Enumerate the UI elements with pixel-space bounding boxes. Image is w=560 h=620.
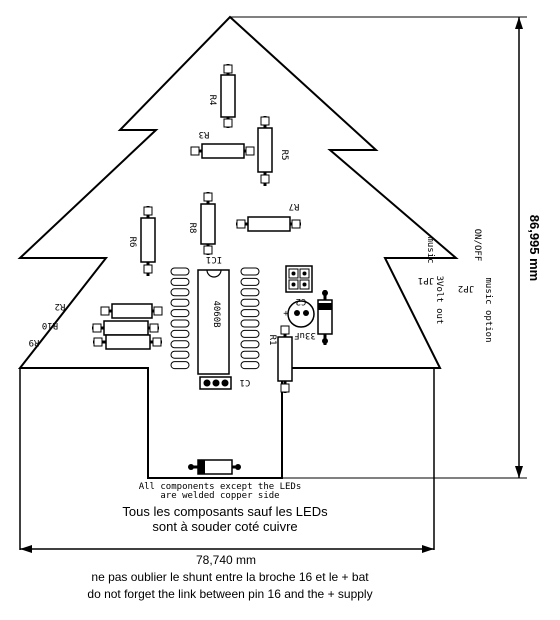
resistor-r6: R6: [127, 206, 156, 276]
led-pad: [170, 350, 190, 359]
led-pad: [170, 329, 190, 338]
jp1-desc1: music: [425, 236, 435, 263]
resistor-r8: R8: [187, 192, 216, 255]
label-c2: C2: [296, 296, 307, 306]
resistor-r5: R5: [257, 116, 289, 186]
jp1-name: JP1: [418, 275, 434, 285]
plus-sign: +: [283, 309, 289, 319]
resistor-r7: R7: [236, 201, 301, 232]
diode-bottom: [188, 459, 241, 475]
led-pad: [170, 319, 190, 328]
jp2-name: JP2: [458, 283, 474, 293]
label-c1: C1: [240, 377, 251, 387]
jp1-label-group: JP1 music 3Volt out: [418, 236, 444, 324]
label-r4: R4: [207, 95, 217, 106]
caption-small-en-2: are welded copper side: [160, 491, 279, 501]
note-fr: ne pas oublier le shunt entre la broche …: [91, 570, 369, 584]
jp1-desc2: 3Volt out: [434, 276, 444, 325]
led-pad: [170, 298, 190, 307]
led-pad: [170, 288, 190, 297]
jumper-block: [285, 265, 313, 293]
led-pad: [170, 309, 190, 318]
label-r6: R6: [127, 237, 137, 248]
label-r3: R3: [199, 129, 210, 139]
led-pads-right: [240, 267, 260, 370]
label-r9: R9: [29, 337, 40, 347]
resistor-r9: R9: [29, 334, 162, 350]
capacitor-c1: C1: [199, 376, 251, 390]
led-pad: [170, 340, 190, 349]
jp2-label-group: JP2 ON/OFF music option: [458, 229, 493, 343]
led-pad: [240, 267, 260, 276]
board-outline: [17, 15, 459, 479]
led-pad: [240, 329, 260, 338]
label-r10: R10: [42, 320, 58, 330]
led-pad: [240, 319, 260, 328]
led-pad: [240, 298, 260, 307]
width-dim-label: 78,740 mm: [196, 553, 256, 567]
height-dim-label: 86,995 mm: [527, 215, 542, 282]
resistor-r2: R2: [55, 301, 163, 319]
ic1-part-label: 4060B: [211, 300, 221, 327]
caption-fr-2: sont à souder coté cuivre: [152, 519, 297, 534]
resistor-r1: R1: [267, 325, 293, 393]
label-r8: R8: [187, 223, 197, 234]
led-pad: [240, 277, 260, 286]
ic1-chip: IC1 4060B: [197, 254, 230, 375]
note-en: do not forget the link between pin 16 an…: [87, 587, 372, 601]
resistor-r3: R3: [190, 129, 255, 159]
caption-small-en-1: All components except the LEDs: [139, 482, 302, 492]
led-pad: [240, 340, 260, 349]
led-pad: [170, 267, 190, 276]
label-r5: R5: [279, 150, 289, 161]
diode-right: [317, 290, 333, 345]
caption-fr-1: Tous les composants sauf les LEDs: [122, 504, 328, 519]
jp2-desc2: music option: [483, 277, 493, 342]
led-pad: [240, 350, 260, 359]
width-dimension: 78,740 mm: [20, 545, 434, 567]
led-pad: [170, 361, 190, 370]
label-r1: R1: [267, 335, 277, 346]
height-dimension: 86,995 mm: [230, 16, 542, 478]
label-r2: R2: [55, 301, 66, 311]
capacitor-c2: C2 33uF +: [283, 296, 316, 340]
led-pads-left: [170, 267, 190, 370]
ic1-label: IC1: [206, 254, 222, 264]
resistor-r4: R4: [207, 64, 236, 128]
jp2-desc1: ON/OFF: [472, 229, 482, 262]
led-pad: [240, 288, 260, 297]
label-r7: R7: [289, 201, 300, 211]
led-pad: [170, 277, 190, 286]
resistor-r10: R10: [42, 320, 159, 336]
led-pad: [240, 361, 260, 370]
led-pad: [240, 309, 260, 318]
label-c2-value: 33uF: [294, 330, 316, 340]
